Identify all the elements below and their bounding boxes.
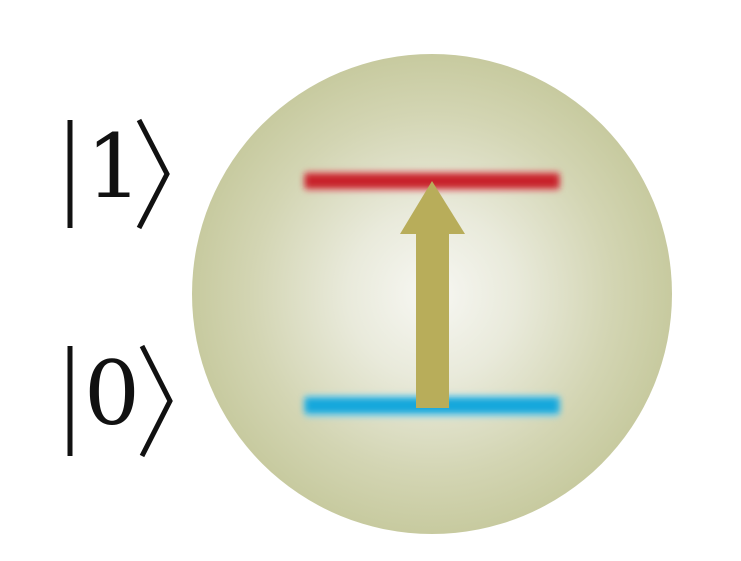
ket-zero-digit: 0 — [84, 342, 140, 445]
ket-one-label: 1 — [67, 115, 170, 230]
excitation-arrow — [400, 181, 465, 408]
ket-one-digit: 1 — [86, 115, 142, 218]
ket-zero-label: 0 — [67, 342, 173, 458]
